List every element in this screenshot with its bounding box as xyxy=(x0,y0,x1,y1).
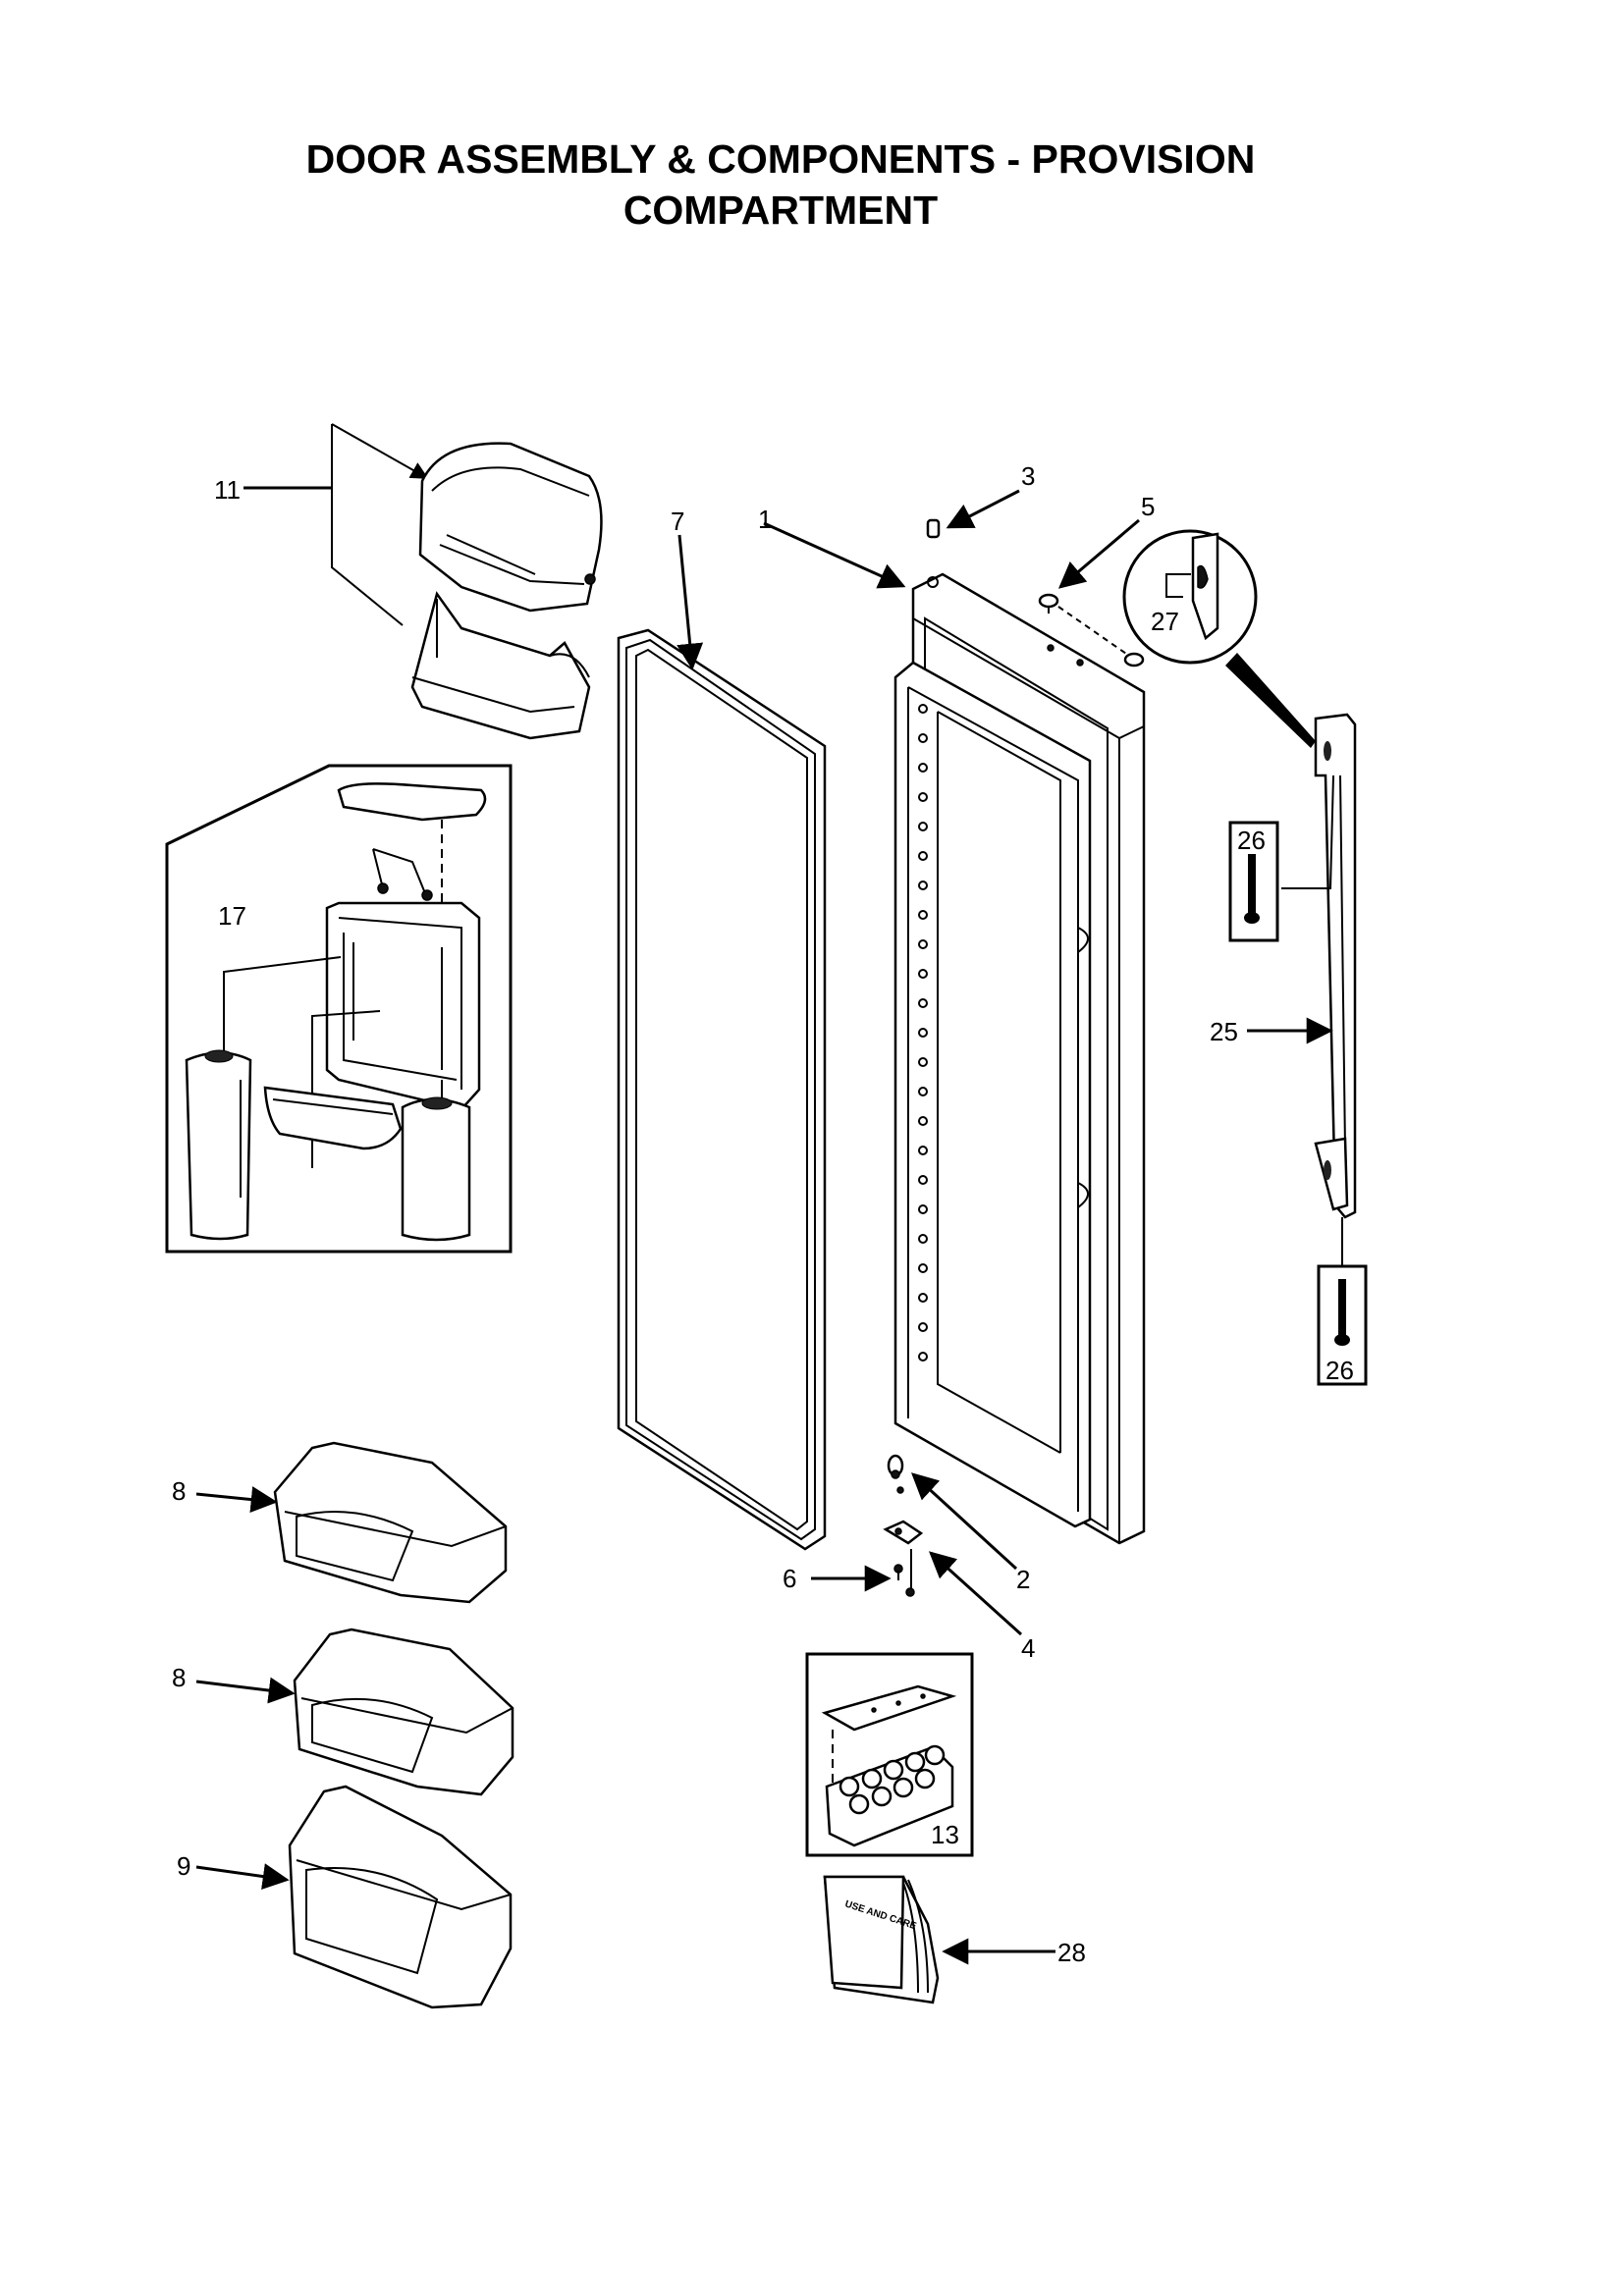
part-27-handle-clip-detail xyxy=(1122,529,1316,748)
callout-13: 13 xyxy=(931,1820,959,1849)
diagram-title-line-2: COMPARTMENT xyxy=(622,187,939,233)
callout-7: 7 xyxy=(671,507,684,536)
callout-1: 1 xyxy=(758,505,772,534)
callout-9: 9 xyxy=(177,1851,190,1881)
part-6-screw xyxy=(811,1564,903,1592)
callout-26-lower: 26 xyxy=(1325,1356,1354,1385)
callout-6: 6 xyxy=(783,1564,796,1593)
part-17-dispenser-assembly xyxy=(165,764,513,1254)
callout-5: 5 xyxy=(1141,492,1155,521)
diagram-title-line-1: DOOR ASSEMBLY & COMPONENTS - PROVISION xyxy=(305,136,1256,182)
part-11-dairy-compartment xyxy=(331,423,603,740)
callout-25: 25 xyxy=(1210,1017,1238,1046)
part-5-plugs xyxy=(1038,518,1145,667)
part-2-hinge-bushing-lower xyxy=(887,1454,1018,1571)
callout-2: 2 xyxy=(1016,1565,1030,1594)
part-9-door-bin-lower xyxy=(195,1785,513,2009)
callout-4: 4 xyxy=(1021,1633,1035,1663)
callout-8-middle: 8 xyxy=(172,1663,186,1692)
part-13-ice-tray xyxy=(805,1652,974,1857)
callout-28: 28 xyxy=(1057,1938,1086,1967)
callout-17: 17 xyxy=(218,901,246,931)
part-25-door-handle xyxy=(1247,713,1357,1219)
part-26-screw-upper xyxy=(1228,774,1334,942)
part-7-door-gasket xyxy=(617,534,827,1551)
part-8-door-bin-upper xyxy=(195,1441,508,1604)
part-1-door-assembly xyxy=(763,521,1146,1545)
callout-11: 11 xyxy=(214,475,241,505)
callout-26-upper: 26 xyxy=(1237,826,1266,855)
callout-3: 3 xyxy=(1021,461,1035,491)
part-4-hinge-bracket-lower xyxy=(883,1520,1023,1636)
callout-8-upper: 8 xyxy=(172,1476,186,1506)
part-3-hinge-bushing xyxy=(926,489,1020,539)
part-28-use-and-care-manual xyxy=(823,1875,1055,2004)
part-8-door-bin-middle xyxy=(195,1628,514,1796)
callout-27: 27 xyxy=(1151,607,1179,636)
part-26-screw-lower xyxy=(1317,1217,1368,1386)
